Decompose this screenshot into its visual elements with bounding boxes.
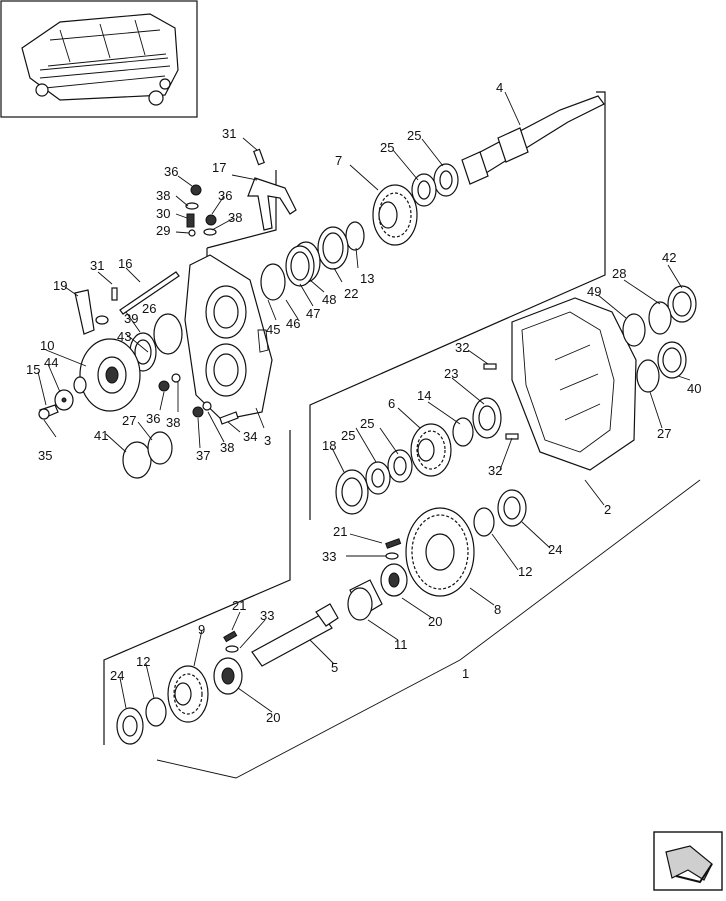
flange-10: [79, 338, 141, 412]
callout-label: 3: [264, 433, 271, 448]
callout-label: 39: [124, 311, 138, 326]
callout-label: 45: [266, 322, 280, 337]
callout-label: 38: [156, 188, 170, 203]
callout-label: 21: [232, 598, 246, 613]
callout-label: 41: [94, 428, 108, 443]
callout-label: 34: [243, 429, 257, 444]
callout-label: 10: [40, 338, 54, 353]
callout-label: 37: [196, 448, 210, 463]
callout-label: 33: [260, 608, 274, 623]
callout-label: 28: [612, 266, 626, 281]
callout-label: 27: [657, 426, 671, 441]
gear-7: [372, 184, 418, 246]
callout-label: 12: [518, 564, 532, 579]
callout-label: 5: [331, 660, 338, 675]
callout-label: 12: [136, 654, 150, 669]
shaft-4: [461, 95, 605, 185]
callout-label: 31: [90, 258, 104, 273]
callout-label: 17: [212, 160, 226, 175]
callout-label: 36: [164, 164, 178, 179]
callout-label: 18: [322, 438, 336, 453]
callout-label: 8: [494, 602, 501, 617]
callout-label: 32: [488, 463, 502, 478]
callout-label: 22: [344, 286, 358, 301]
callout-label: 13: [360, 271, 374, 286]
callout-label: 20: [428, 614, 442, 629]
callout-label: 33: [322, 549, 336, 564]
next-page-arrow-icon[interactable]: [653, 831, 723, 891]
housing-2: [511, 297, 637, 471]
callout-label: 38: [228, 210, 242, 225]
callout-label: 38: [166, 415, 180, 430]
callout-label: 47: [306, 306, 320, 321]
callout-label: 14: [417, 388, 431, 403]
callout-label: 40: [687, 381, 701, 396]
callout-label: 49: [587, 284, 601, 299]
callout-label: 36: [218, 188, 232, 203]
callout-label: 26: [142, 301, 156, 316]
callout-label: 4: [496, 80, 503, 95]
callout-label: 32: [455, 340, 469, 355]
callout-label: 44: [44, 355, 58, 370]
callout-label: 27: [122, 413, 136, 428]
callout-label: 24: [548, 542, 562, 557]
callout-label: 24: [110, 668, 124, 683]
callout-label: 31: [222, 126, 236, 141]
shaft-5: [251, 603, 339, 667]
callout-label: 23: [444, 366, 458, 381]
callout-label: 25: [341, 428, 355, 443]
callout-label: 30: [156, 206, 170, 221]
callout-label: 21: [333, 524, 347, 539]
callout-label: 6: [388, 396, 395, 411]
callout-label: 11: [394, 637, 408, 652]
cover-3: [184, 254, 273, 421]
callout-label: 9: [198, 622, 205, 637]
callout-label: 15: [26, 362, 40, 377]
callout-label: 25: [380, 140, 394, 155]
callout-label: 2: [604, 502, 611, 517]
callout-label: 42: [662, 250, 676, 265]
callout-label: 35: [38, 448, 52, 463]
gear-6: [410, 423, 452, 477]
callout-label: 25: [360, 416, 374, 431]
callout-label: 48: [322, 292, 336, 307]
gear-9: [167, 665, 209, 723]
callout-label: 29: [156, 223, 170, 238]
callout-label: 19: [53, 278, 67, 293]
callout-label: 38: [220, 440, 234, 455]
callout-label: 16: [118, 256, 132, 271]
callout-label: 43: [117, 329, 131, 344]
callout-label: 7: [335, 153, 342, 168]
callout-label: 36: [146, 411, 160, 426]
callout-label: 20: [266, 710, 280, 725]
gear-8: [405, 507, 475, 597]
callout-label: 46: [286, 316, 300, 331]
callout-label: 1: [462, 666, 469, 681]
callout-labels: 31 17 36 38 36 30 38 29 7 25 25 4 13 22 …: [26, 80, 701, 725]
callout-label: 25: [407, 128, 421, 143]
header-machine-thumbnail[interactable]: [0, 0, 198, 118]
